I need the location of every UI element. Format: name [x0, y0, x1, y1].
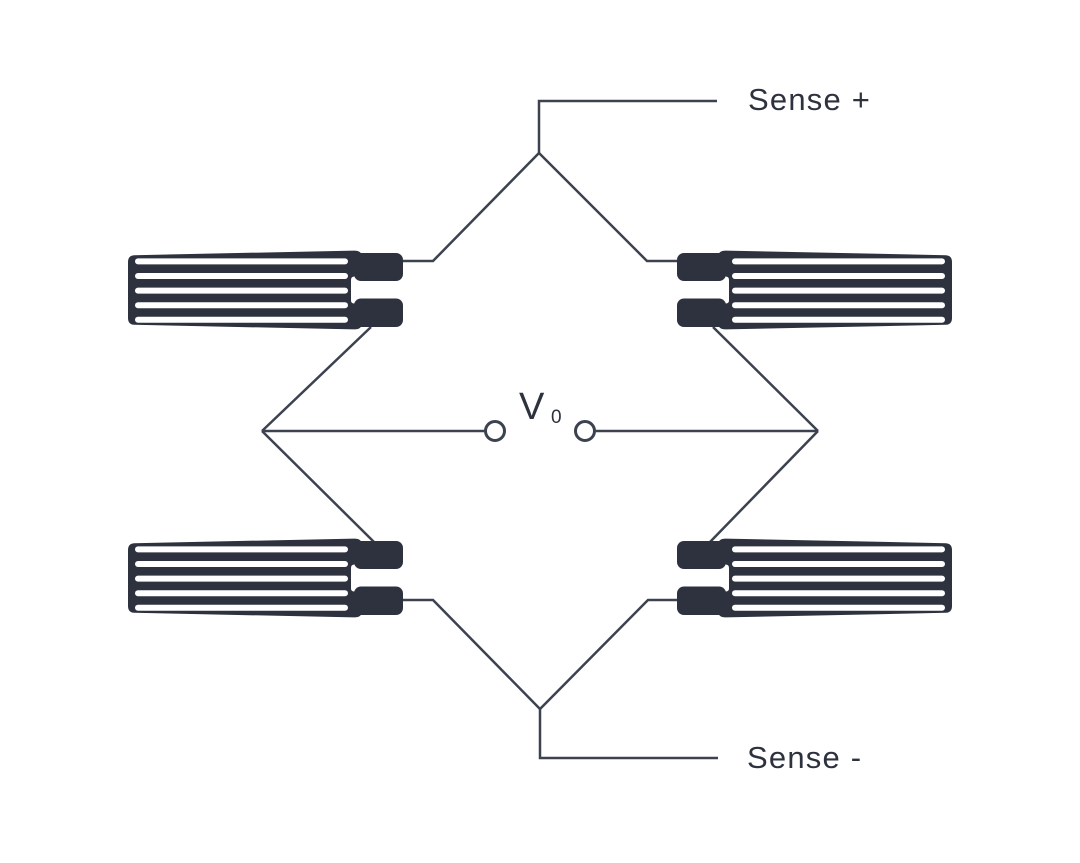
wire-top-left-gauge-to-left-node [261, 326, 372, 432]
output-voltage-label: V [519, 386, 545, 428]
strain-gauge-bottom-right-icon [677, 538, 952, 618]
strain-gauge-top-right-icon [677, 250, 952, 330]
strain-gauge-bottom-left-icon [128, 538, 403, 618]
wire-right-node-to-bottom-right-gauge [709, 430, 819, 543]
wire-sense-positive-lead [537, 99, 717, 153]
sense-negative-label: Sense - [747, 740, 862, 775]
output-terminal-left-icon [484, 420, 506, 442]
wire-bottom-right-gauge-to-bottom-node [539, 598, 678, 710]
wire-sense-negative-lead [538, 709, 718, 760]
wire-left-node-to-bottom-left-gauge [261, 430, 375, 543]
wire-top-node-to-top-right-gauge [538, 152, 678, 263]
sense-positive-label: Sense + [748, 82, 871, 117]
output-voltage-subscript: 0 [551, 407, 562, 428]
strain-gauge-top-left-icon [128, 250, 403, 330]
output-terminal-right-icon [574, 420, 596, 442]
wire-bottom-left-gauge-to-bottom-node [402, 598, 541, 710]
wire-top-right-gauge-to-right-node [712, 326, 819, 432]
wire-top-node-to-top-left-gauge [402, 152, 540, 263]
